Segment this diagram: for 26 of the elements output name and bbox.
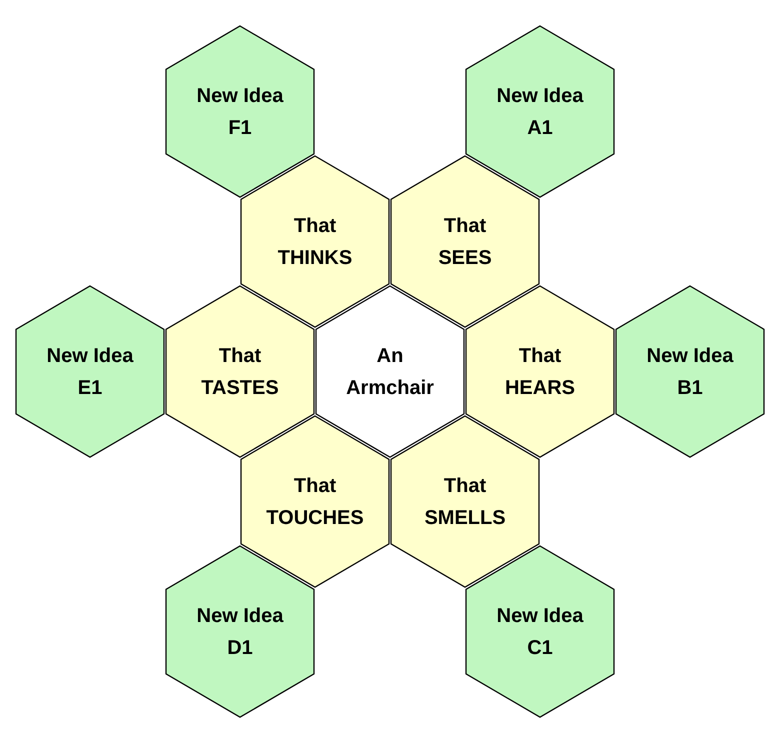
hexagon-label: New Idea E1 [46,344,134,401]
hexagon-label: An Armchair [345,344,435,401]
hexagon-label: That HEARS [504,344,576,401]
hexagon-label: That TASTES [200,344,280,401]
hexagon [465,285,615,459]
hexagon-label: New Idea F1 [196,84,284,141]
hexagon-label: New Idea D1 [196,604,284,661]
hexagon [15,285,165,459]
hexagon-label: New Idea B1 [646,344,734,401]
hexagon [465,25,615,199]
hexagon-label: New Idea C1 [496,604,584,661]
hexagon-label: That THINKS [276,214,354,271]
hexagon [390,415,540,589]
hexagon-label: That SMELLS [423,474,507,531]
hexagon [240,415,390,589]
hexagon [165,285,315,459]
hexagon-label: That TOUCHES [265,474,365,531]
hexagon-label: New Idea A1 [496,84,584,141]
hexagon [390,155,540,329]
hexagon [615,285,765,459]
hexagon [240,155,390,329]
hexagon [165,545,315,719]
hexagon [165,25,315,199]
hexagon-label: That SEES [437,214,493,271]
hexagon [465,545,615,719]
hexagon [315,285,465,459]
